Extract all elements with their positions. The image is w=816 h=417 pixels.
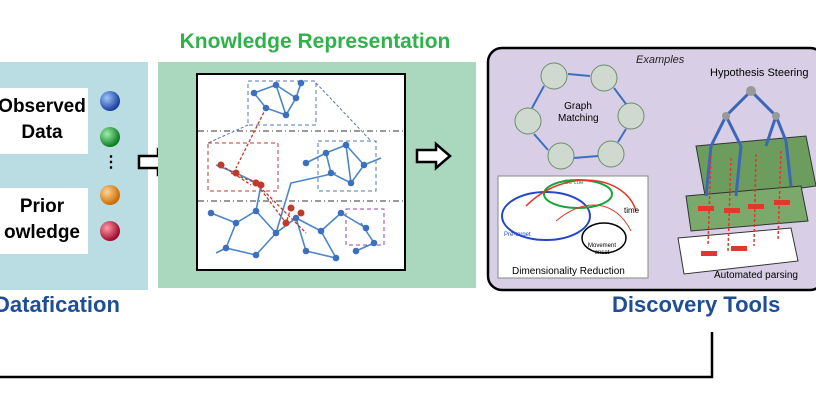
green-sphere-icon <box>100 127 120 147</box>
graph-matching-label: Graph Matching <box>558 101 599 125</box>
observed-data-box: Observed Data <box>0 88 88 154</box>
observed-label-line2: Data <box>21 122 63 143</box>
orange-sphere-icon <box>100 185 120 205</box>
prior-label-line2: owledge <box>3 222 80 243</box>
ellipsis: ⋮ <box>103 154 119 171</box>
graph-matching-line1: Graph <box>564 101 592 112</box>
graph-matching-line2: Matching <box>558 113 599 124</box>
feedback-loop-line <box>0 332 714 379</box>
pre-target-label: Pre-target <box>504 232 531 238</box>
go-cue-label: Go cue <box>564 180 584 186</box>
observed-label-line1: Observed <box>0 96 86 117</box>
time-label: time <box>624 206 640 215</box>
movement-onset-label: Movement onset <box>588 243 616 257</box>
knowledge-graph <box>196 73 406 271</box>
prior-label-line1: Prior <box>19 196 65 217</box>
prior-knowledge-box: Prior owledge <box>0 188 88 254</box>
hypothesis-steering-label: Hypothesis Steering <box>710 67 809 79</box>
data-spheres <box>100 91 120 241</box>
discovery-panel <box>486 46 816 292</box>
knowledge-representation-title: Knowledge Representation <box>179 30 451 53</box>
movement-line1: Movement <box>588 243 617 249</box>
examples-label: Examples <box>636 54 685 66</box>
arrow-right-icon-2 <box>415 141 452 171</box>
datafication-title: Datafication <box>0 292 120 317</box>
movement-line2: onset <box>594 250 610 256</box>
red-sphere-icon <box>100 221 120 241</box>
automated-parsing-label: Automated parsing <box>714 270 798 281</box>
blue-sphere-icon <box>100 91 120 111</box>
discovery-tools-title: Discovery Tools <box>612 292 781 317</box>
dimensionality-reduction-label: Dimensionality Reduction <box>512 266 625 277</box>
